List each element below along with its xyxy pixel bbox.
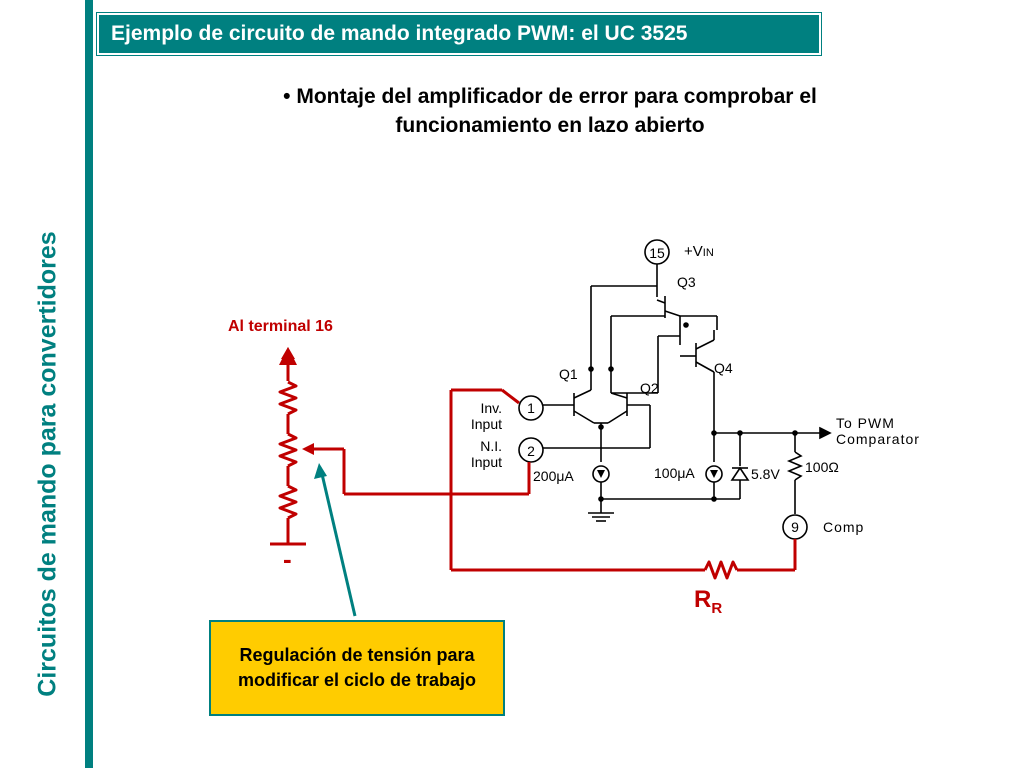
subtitle: • Montaje del amplificador de error para… bbox=[200, 82, 900, 140]
junction-dots bbox=[588, 322, 798, 502]
rr-label: RR bbox=[694, 586, 722, 617]
pin-1 bbox=[518, 395, 544, 421]
pin-2 bbox=[518, 437, 544, 463]
inv-input-label-1: Inv. bbox=[480, 400, 502, 416]
current-200-label: 200μA bbox=[533, 468, 574, 484]
to-pwm-label-2: Comparator bbox=[836, 431, 920, 447]
internal-circuit bbox=[543, 264, 832, 522]
slide-title: Ejemplo de circuito de mando integrado P… bbox=[111, 22, 688, 45]
vin-label: +VIN bbox=[684, 243, 714, 260]
al-terminal-label: Al terminal 16 bbox=[228, 318, 333, 335]
wiper-arrowhead bbox=[302, 443, 314, 455]
q2-label: Q2 bbox=[640, 380, 659, 396]
subtitle-line-1: Montaje del amplificador de error para c… bbox=[296, 85, 817, 108]
q3-label: Q3 bbox=[677, 274, 696, 290]
callout-pointer bbox=[320, 473, 357, 617]
subtitle-bullet: • bbox=[283, 85, 291, 108]
pin-2-label: 2 bbox=[527, 443, 535, 459]
current-source-100-arrow bbox=[710, 470, 718, 478]
current-100-label: 100μA bbox=[654, 465, 695, 481]
ni-input-label-2: Input bbox=[471, 454, 502, 470]
comp-label: Comp bbox=[823, 519, 864, 535]
subtitle-line-2: funcionamiento en lazo abierto bbox=[395, 114, 705, 137]
callout-text: Regulación de tensión para modificar el … bbox=[237, 645, 477, 690]
vin-subscript: IN bbox=[703, 247, 714, 259]
inv-input-label-2: Input bbox=[471, 416, 502, 432]
pin-15-label: 15 bbox=[649, 245, 665, 261]
callout-pointer-head bbox=[314, 463, 327, 479]
current-source-200-arrow bbox=[597, 470, 605, 478]
pin-1-label: 1 bbox=[527, 400, 535, 416]
to-pwm-label-1: To PWM bbox=[836, 415, 895, 431]
zener-label: 5.8V bbox=[751, 466, 780, 482]
q4-label: Q4 bbox=[714, 360, 733, 376]
side-accent-bar bbox=[85, 0, 93, 768]
terminal-16-arrowhead bbox=[281, 347, 295, 359]
callout-box: Regulación de tensión para modificar el … bbox=[209, 620, 505, 716]
resistor-label: 100Ω bbox=[805, 459, 839, 475]
title-box: Ejemplo de circuito de mando integrado P… bbox=[96, 12, 822, 56]
pin-9-label: 9 bbox=[791, 519, 799, 535]
rr-subscript: R bbox=[711, 599, 723, 617]
ground-minus: - bbox=[283, 544, 292, 574]
pin-15 bbox=[644, 239, 670, 265]
ni-input-label-1: N.I. bbox=[480, 438, 502, 454]
external-wiring bbox=[270, 347, 797, 580]
q1-label: Q1 bbox=[559, 366, 578, 382]
rr-main: R bbox=[694, 586, 712, 613]
vin-plus: +V bbox=[684, 243, 703, 260]
